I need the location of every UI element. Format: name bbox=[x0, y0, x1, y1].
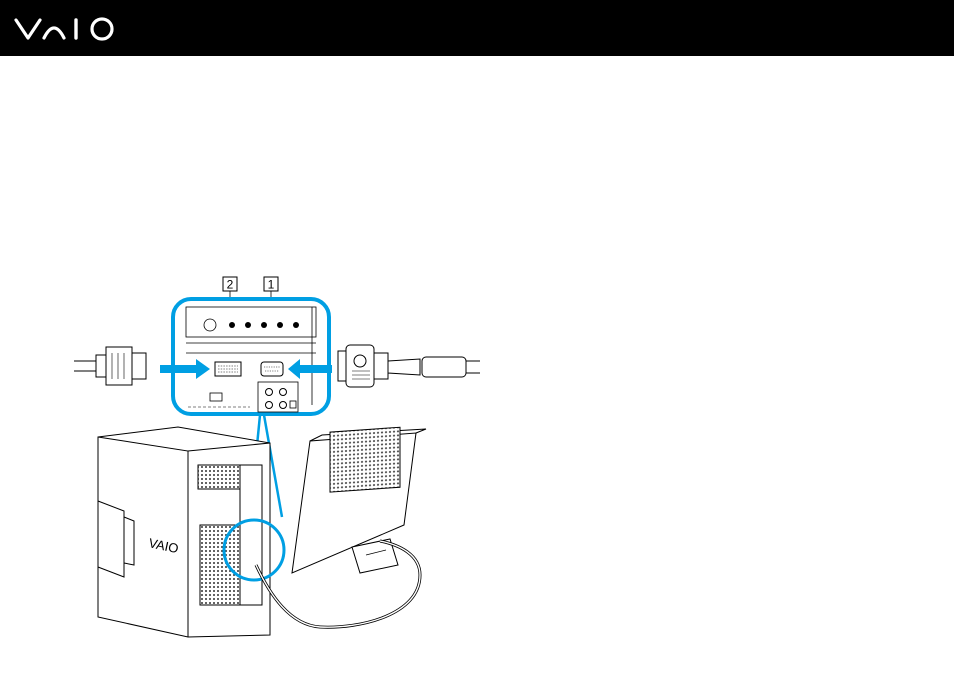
vaio-logo bbox=[14, 14, 124, 44]
video-cable bbox=[256, 541, 420, 627]
connection-illustration: 2 1 bbox=[60, 265, 490, 645]
back-panel-closeup bbox=[173, 299, 329, 414]
vga-cable-plug bbox=[338, 345, 480, 387]
dvi-cable-plug bbox=[74, 347, 146, 385]
svg-text:1: 1 bbox=[268, 278, 275, 292]
header-bar bbox=[0, 0, 954, 56]
desktop-tower: VAIO bbox=[98, 427, 270, 637]
svg-text:2: 2 bbox=[227, 278, 234, 292]
